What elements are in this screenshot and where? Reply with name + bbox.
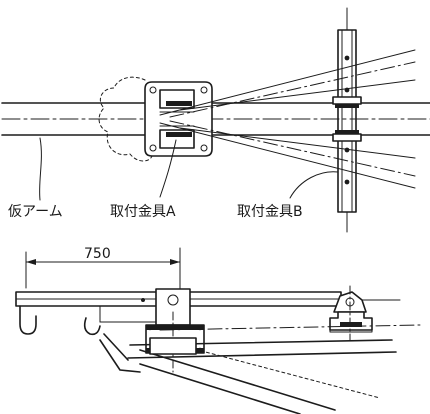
cloud-outline	[98, 76, 153, 162]
leader-fitting-b	[289, 171, 339, 199]
fitting-b-plan	[332, 96, 362, 142]
elevation-view: 750	[15, 246, 421, 414]
fitting-b-elevation	[329, 285, 373, 341]
label-fitting-b: 取付金具B	[237, 204, 303, 220]
temporary-arm-plan	[1, 102, 430, 136]
leader-fitting-a	[159, 139, 177, 198]
label-temporary-arm: 仮アーム	[8, 204, 63, 220]
vertical-post	[337, 7, 357, 233]
label-fitting-a: 取付金具A	[110, 204, 176, 220]
fitting-a-plan	[144, 81, 213, 157]
dimension-value: 750	[84, 246, 111, 262]
leader-temporary-arm	[39, 137, 42, 201]
lower-arm-elevation	[99, 324, 421, 414]
plan-view: 仮アーム 取付金具A 取付金具B	[1, 7, 430, 233]
tie-lines	[159, 49, 416, 189]
end-hook-left	[19, 305, 101, 336]
